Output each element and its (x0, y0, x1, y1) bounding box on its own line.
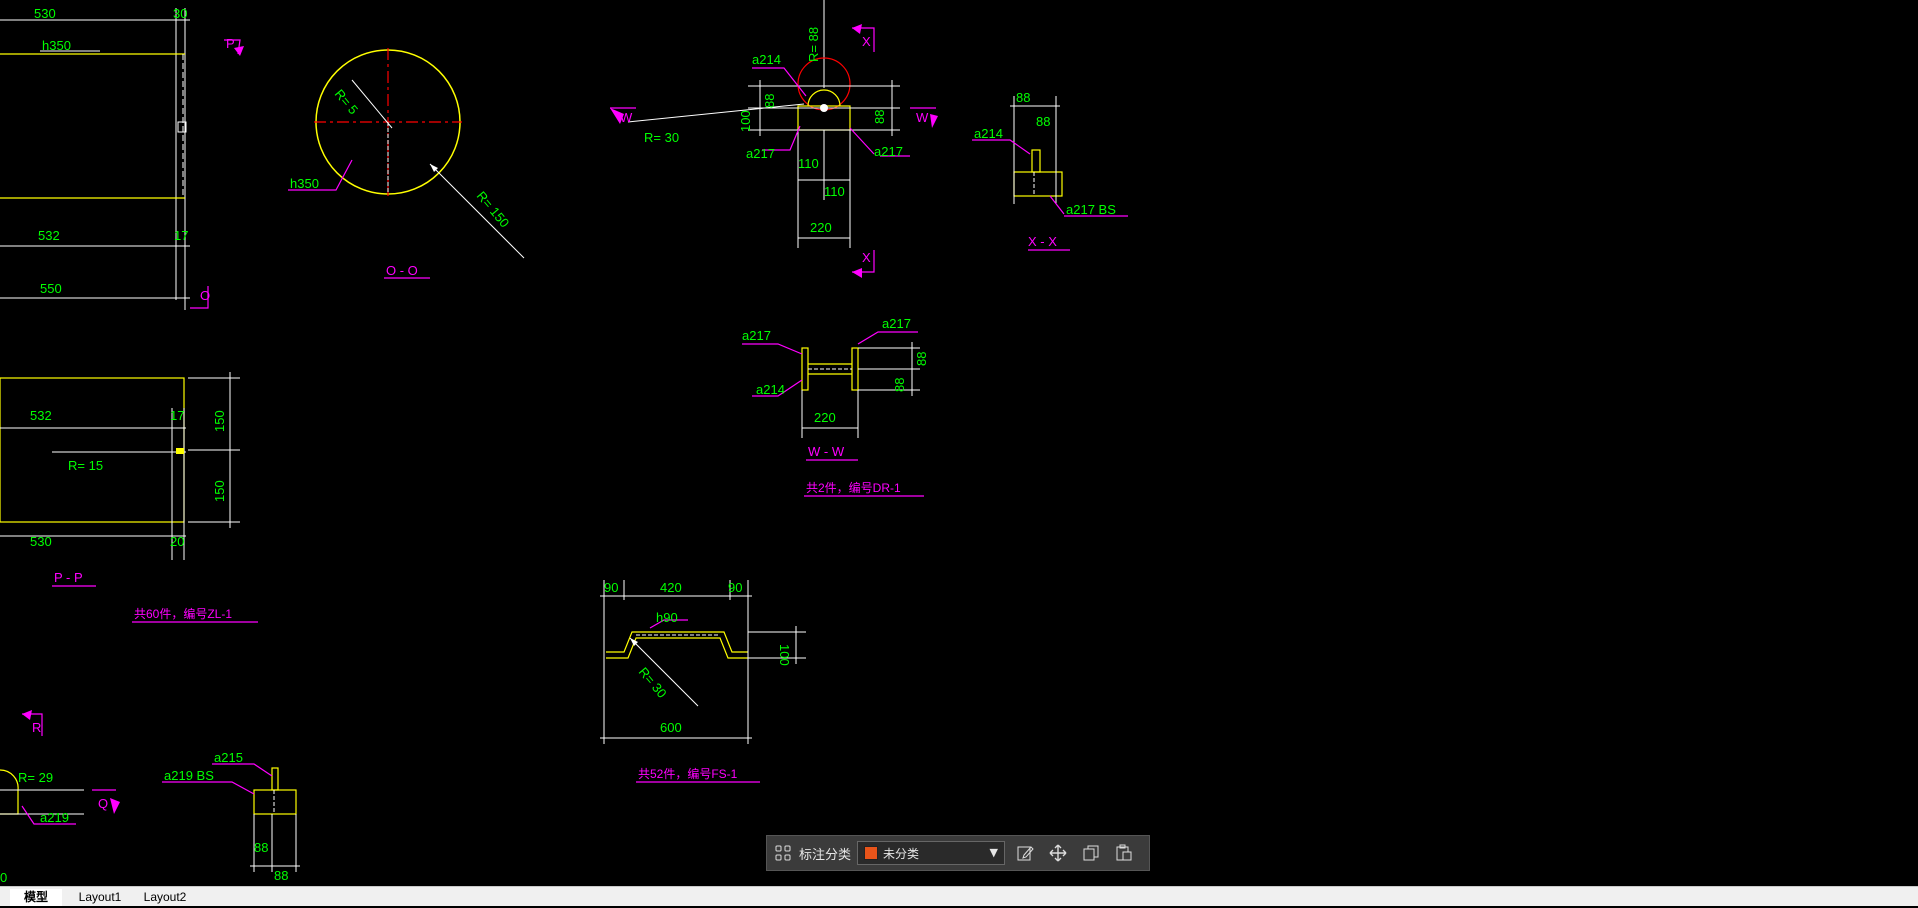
dim-220-bracket: 220 (810, 220, 832, 235)
arrow-label-q: Q (98, 796, 108, 811)
copy-icon[interactable] (1078, 840, 1104, 866)
radius-r30-bracket: R= 30 (644, 130, 679, 145)
note-fs1: 共52件，编号FS-1 (638, 766, 738, 781)
arrow-label-x-bottom: X (862, 250, 871, 265)
dim-88-bottom: 88 (274, 868, 288, 883)
edit-icon[interactable] (1012, 840, 1038, 866)
radius-r30-fs: R= 30 (636, 664, 670, 701)
label-h350-circle: h350 (290, 176, 319, 191)
radius-r5: R= 5 (332, 86, 361, 117)
section-title-o: O - O (386, 263, 418, 278)
arrow-label-r: R (32, 720, 41, 735)
dim-88-right: 88 (872, 110, 887, 124)
label-h90: h90 (656, 610, 678, 625)
label-h350: h350 (42, 38, 71, 53)
dim-220-w: 220 (814, 410, 836, 425)
dim-150-top: 150 (212, 410, 227, 432)
section-title-p: P - P (54, 570, 83, 585)
label-a217-bs: a217 BS (1066, 202, 1116, 217)
layout-tab-bar: 模型 Layout1 Layout2 (0, 886, 1918, 908)
dim-532: 532 (38, 228, 60, 243)
dim-30: 30 (173, 6, 187, 21)
dim-90-left: 90 (604, 580, 618, 595)
dim-20-p: 20 (170, 534, 184, 549)
category-select[interactable]: 未分类 ▼ (857, 841, 1006, 865)
top-left-view: 530 30 h350 532 17 550 O P (0, 6, 244, 310)
label-a217-w-left: a217 (742, 328, 771, 343)
dim-550: 550 (40, 281, 62, 296)
dim-420: 420 (660, 580, 682, 595)
category-color-swatch (864, 846, 879, 860)
dim-17: 17 (174, 228, 188, 243)
o-section-view: R= 5 h350 R= 150 O - O (288, 48, 525, 279)
label-a214-bracket: a214 (752, 52, 781, 67)
arrow-label-x-top: X (862, 34, 871, 49)
dim-100-bracket: 100 (738, 110, 753, 132)
label-a214-w: a214 (756, 382, 785, 397)
annotation-toolbar: 标注分类 未分类 ▼ (766, 835, 1150, 871)
label-a217-left: a217 (746, 146, 775, 161)
arrow-label-w-right: W (916, 110, 929, 125)
paste-icon[interactable] (1111, 840, 1137, 866)
tab-layout1[interactable]: Layout1 (78, 890, 122, 904)
radius-r88: R= 88 (806, 27, 821, 62)
x-section-view: 88 88 a214 a217 BS X - X (972, 90, 1128, 251)
label-a215: a215 (214, 750, 243, 765)
arrow-label-w-left: W (620, 110, 633, 125)
p-section-view: 532 17 R= 15 530 20 150 150 P - P 共60件，编… (0, 372, 258, 623)
dim-88-x-top: 88 (1016, 90, 1030, 105)
dim-530: 530 (34, 6, 56, 21)
section-title-w: W - W (808, 444, 845, 459)
category-value: 未分类 (883, 846, 920, 861)
dim-532-p: 532 (30, 408, 52, 423)
section-title-x: X - X (1028, 234, 1057, 249)
dim-110-a: 110 (798, 156, 819, 171)
label-a219: a219 (40, 810, 69, 825)
radius-r150: R= 150 (474, 188, 513, 230)
dim-530-p: 530 (30, 534, 52, 549)
note-dr1: 共2件，编号DR-1 (806, 480, 901, 495)
tab-model[interactable]: 模型 (10, 889, 62, 908)
w-section-view: a217 a217 88 88 a214 220 W - W 共2件，编号DR-… (742, 316, 929, 497)
label-a217-w-right: a217 (882, 316, 911, 331)
dim-150-bottom: 150 (212, 480, 227, 502)
dim-600: 600 (660, 720, 682, 735)
dim-88-x-mid: 88 (1036, 114, 1050, 129)
fs-part-view: 90 420 90 h90 100 R= 30 600 共52件，编号FS-1 (600, 580, 806, 783)
radius-r15: R= 15 (68, 458, 103, 473)
bottom-left-view: R R= 29 a219 Q 0 a215 a219 BS 88 88 (0, 710, 300, 885)
dim-88-w-top: 88 (914, 352, 929, 366)
arrow-label-p: P (226, 36, 235, 51)
label-a219-bs: a219 BS (164, 768, 214, 783)
dim-88-w-bottom: 88 (892, 378, 907, 392)
dim-17-p: 17 (170, 408, 184, 423)
bracket-view: X X W W a214 R= 88 R= 30 88 88 100 a217 … (610, 0, 938, 278)
tab-layout2[interactable]: Layout2 (143, 890, 187, 904)
note-zl1: 共60件，编号ZL-1 (134, 606, 232, 621)
dim-90-right: 90 (728, 580, 742, 595)
cad-drawing-canvas[interactable]: 530 30 h350 532 17 550 O P R= 5 h350 R= … (0, 0, 1918, 886)
category-label: 标注分类 (799, 847, 852, 863)
dim-88-left: 88 (762, 94, 777, 108)
chevron-down-icon: ▼ (989, 846, 999, 859)
dim-100-fs: 100 (777, 644, 792, 666)
dim-88-side: 88 (254, 840, 268, 855)
move-icon[interactable] (1045, 840, 1071, 866)
grid-icon[interactable] (773, 843, 793, 863)
radius-r29: R= 29 (18, 770, 53, 785)
label-a214-x: a214 (974, 126, 1003, 141)
label-a217-right: a217 (874, 144, 903, 159)
arrow-label-o: O (200, 288, 210, 303)
dim-110-b: 110 (824, 184, 845, 199)
dim-0: 0 (0, 870, 7, 885)
